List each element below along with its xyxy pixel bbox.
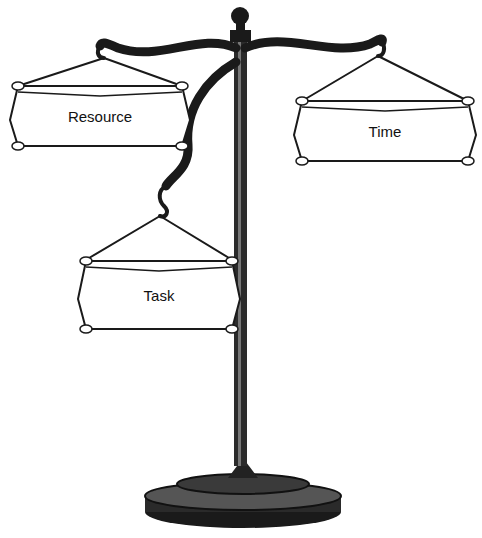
pan-label: Resource: [68, 108, 132, 125]
pan-inner-rim: [18, 92, 182, 96]
pan-ring: [80, 257, 92, 265]
pan-ring: [296, 157, 308, 165]
pan-ring: [462, 97, 474, 105]
pan-ring: [12, 82, 24, 90]
scale-pan: Time: [292, 95, 478, 167]
pan-label-group: Resource: [68, 108, 132, 125]
pan-label-group: Time: [369, 123, 402, 140]
pan-label: Time: [369, 123, 402, 140]
pan-inner-rim: [86, 267, 232, 271]
pan-string: [84, 216, 234, 261]
scale-hook: [98, 46, 104, 58]
pan-rim: [10, 86, 190, 146]
scale-arm: [100, 43, 236, 52]
scale-pole: [238, 36, 241, 466]
scale-knob: [236, 22, 245, 32]
scale-pan: Resource: [8, 80, 192, 152]
pan-ring: [176, 142, 188, 150]
pan-ring: [226, 257, 238, 265]
pan-string: [18, 58, 182, 86]
pan-ring: [226, 325, 238, 333]
pan-ring: [296, 97, 308, 105]
pan-ring: [80, 325, 92, 333]
pan-label: Task: [144, 287, 175, 304]
scale-pan: Task: [76, 255, 242, 335]
scale-hook: [160, 186, 167, 216]
pan-rim: [294, 101, 476, 161]
pan-string: [302, 56, 468, 101]
pan-ring: [12, 142, 24, 150]
pan-rim: [78, 261, 240, 329]
pan-label-group: Task: [144, 287, 175, 304]
scale-hook: [378, 42, 384, 56]
scale-pole: [234, 36, 247, 466]
pan-ring: [176, 82, 188, 90]
pan-ring: [462, 157, 474, 165]
pan-inner-rim: [302, 107, 468, 111]
scale-arm: [245, 39, 382, 48]
